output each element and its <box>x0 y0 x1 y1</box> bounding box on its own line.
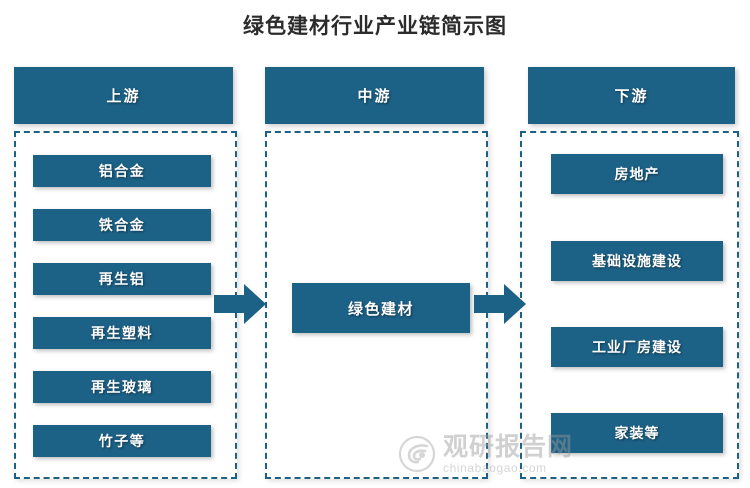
midstream-item-0-label: 绿色建材 <box>347 299 414 318</box>
upstream-item-5[interactable]: 竹子等 <box>33 425 211 457</box>
upstream-item-5-label: 竹子等 <box>98 434 146 450</box>
column-header-downstream-label: 下游 <box>614 87 649 105</box>
downstream-item-1-label: 基础设施建设 <box>592 254 682 270</box>
upstream-item-3-label: 再生塑料 <box>91 326 153 342</box>
column-header-downstream: 下游 <box>528 67 735 124</box>
column-header-upstream-label: 上游 <box>106 87 141 105</box>
upstream-item-0[interactable]: 铝合金 <box>33 155 211 187</box>
upstream-item-0-label: 铝合金 <box>98 164 146 180</box>
midstream-item-0[interactable]: 绿色建材 <box>292 283 470 333</box>
upstream-item-1[interactable]: 铁合金 <box>33 209 211 241</box>
column-header-upstream: 上游 <box>14 67 233 124</box>
downstream-item-0-label: 房地产 <box>614 167 660 183</box>
arrow-right-icon-midstream-to-downstream <box>474 282 526 326</box>
upstream-item-2-label: 再生铝 <box>98 272 146 288</box>
downstream-item-2-label: 工业厂房建设 <box>592 340 682 356</box>
downstream-item-2[interactable]: 工业厂房建设 <box>551 327 723 367</box>
column-header-midstream: 中游 <box>265 67 484 124</box>
downstream-item-0[interactable]: 房地产 <box>551 154 723 194</box>
upstream-item-1-label: 铁合金 <box>98 218 146 234</box>
column-header-midstream-label: 中游 <box>357 87 392 105</box>
page-title: 绿色建材行业产业链简示图 <box>243 13 507 38</box>
upstream-item-2[interactable]: 再生铝 <box>33 263 211 295</box>
upstream-item-4[interactable]: 再生玻璃 <box>33 371 211 403</box>
downstream-item-3[interactable]: 家装等 <box>551 413 723 453</box>
panel-upstream <box>14 131 237 479</box>
arrow-right-icon-upstream-to-midstream <box>214 282 266 326</box>
downstream-item-3-label: 家装等 <box>614 426 660 442</box>
downstream-item-1[interactable]: 基础设施建设 <box>551 241 723 281</box>
upstream-item-3[interactable]: 再生塑料 <box>33 317 211 349</box>
upstream-item-4-label: 再生玻璃 <box>91 380 153 396</box>
